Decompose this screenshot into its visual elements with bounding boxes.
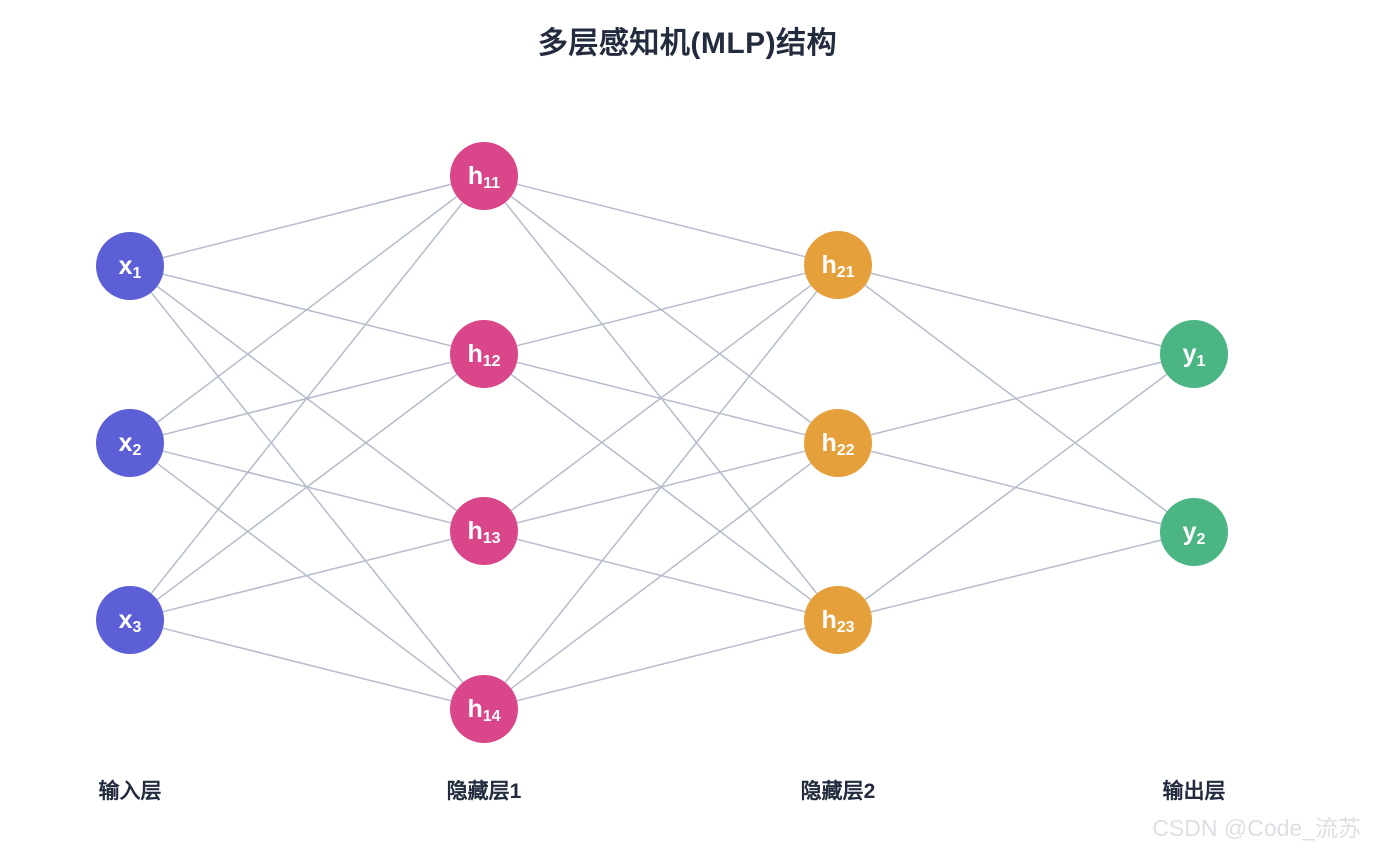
node-circle-h22[interactable]: [804, 409, 872, 477]
node-h22[interactable]: h22: [804, 409, 872, 477]
node-h14[interactable]: h14: [450, 675, 518, 743]
edge-x3-h13: [162, 538, 452, 613]
edge-h21-y1: [870, 272, 1162, 347]
node-label-y1: y1: [1183, 340, 1206, 370]
watermark: CSDN @Code_流苏: [1152, 815, 1361, 841]
node-label-x2: x2: [119, 429, 142, 459]
node-circle-x2[interactable]: [96, 409, 164, 477]
page-title: 多层感知机(MLP)结构: [537, 27, 838, 60]
node-circle-h12[interactable]: [450, 320, 518, 388]
node-h21[interactable]: h21: [804, 231, 872, 299]
edges-group: [150, 183, 1168, 702]
edge-h22-y1: [870, 361, 1162, 436]
node-circle-y1[interactable]: [1160, 320, 1228, 388]
edge-x3-h14: [162, 627, 452, 702]
node-x3[interactable]: x3: [96, 586, 164, 654]
node-label-x3: x3: [119, 606, 142, 636]
node-label-y2: y2: [1183, 518, 1206, 548]
edge-x2-h11: [156, 195, 458, 424]
node-label-h14: h14: [467, 695, 500, 725]
layer-label-output: 输出层: [1162, 780, 1226, 803]
edge-h14-h23: [516, 627, 806, 702]
nodes-group: x1 x2 x3 h11 h12 h13 h14 h21 h22 h23 y1 y2: [96, 142, 1228, 743]
node-circle-h21[interactable]: [804, 231, 872, 299]
edge-h12-h21: [516, 272, 806, 347]
node-label-h12: h12: [467, 340, 500, 370]
node-circle-h23[interactable]: [804, 586, 872, 654]
layer-label-input: 输入层: [98, 780, 162, 803]
node-circle-y2[interactable]: [1160, 498, 1228, 566]
node-x2[interactable]: x2: [96, 409, 164, 477]
edge-h23-y1: [864, 373, 1168, 601]
node-label-h23: h23: [821, 606, 854, 636]
edge-h11-h21: [516, 183, 806, 258]
node-circle-h11[interactable]: [450, 142, 518, 210]
node-circle-h14[interactable]: [450, 675, 518, 743]
node-label-h22: h22: [821, 429, 854, 459]
node-h13[interactable]: h13: [450, 497, 518, 565]
layer-label-hidden2: 隐藏层2: [800, 780, 876, 803]
node-h12[interactable]: h12: [450, 320, 518, 388]
node-label-h13: h13: [467, 517, 500, 547]
node-label-h21: h21: [821, 251, 854, 281]
node-x1[interactable]: x1: [96, 232, 164, 300]
node-y1[interactable]: y1: [1160, 320, 1228, 388]
node-h11[interactable]: h11: [450, 142, 518, 210]
node-circle-h13[interactable]: [450, 497, 518, 565]
edge-x3-h11: [150, 202, 464, 594]
edge-h23-y2: [870, 539, 1162, 613]
layer-label-hidden1: 隐藏层1: [446, 780, 522, 803]
node-y2[interactable]: y2: [1160, 498, 1228, 566]
node-h23[interactable]: h23: [804, 586, 872, 654]
node-circle-x1[interactable]: [96, 232, 164, 300]
edge-x1-h11: [162, 183, 452, 259]
edge-x3-h12: [156, 373, 458, 601]
node-label-h11: h11: [468, 162, 500, 192]
node-label-x1: x1: [119, 252, 142, 282]
edge-h14-h21: [504, 291, 818, 683]
edge-h13-h21: [510, 284, 812, 512]
node-circle-x3[interactable]: [96, 586, 164, 654]
edge-h14-h22: [510, 462, 812, 690]
